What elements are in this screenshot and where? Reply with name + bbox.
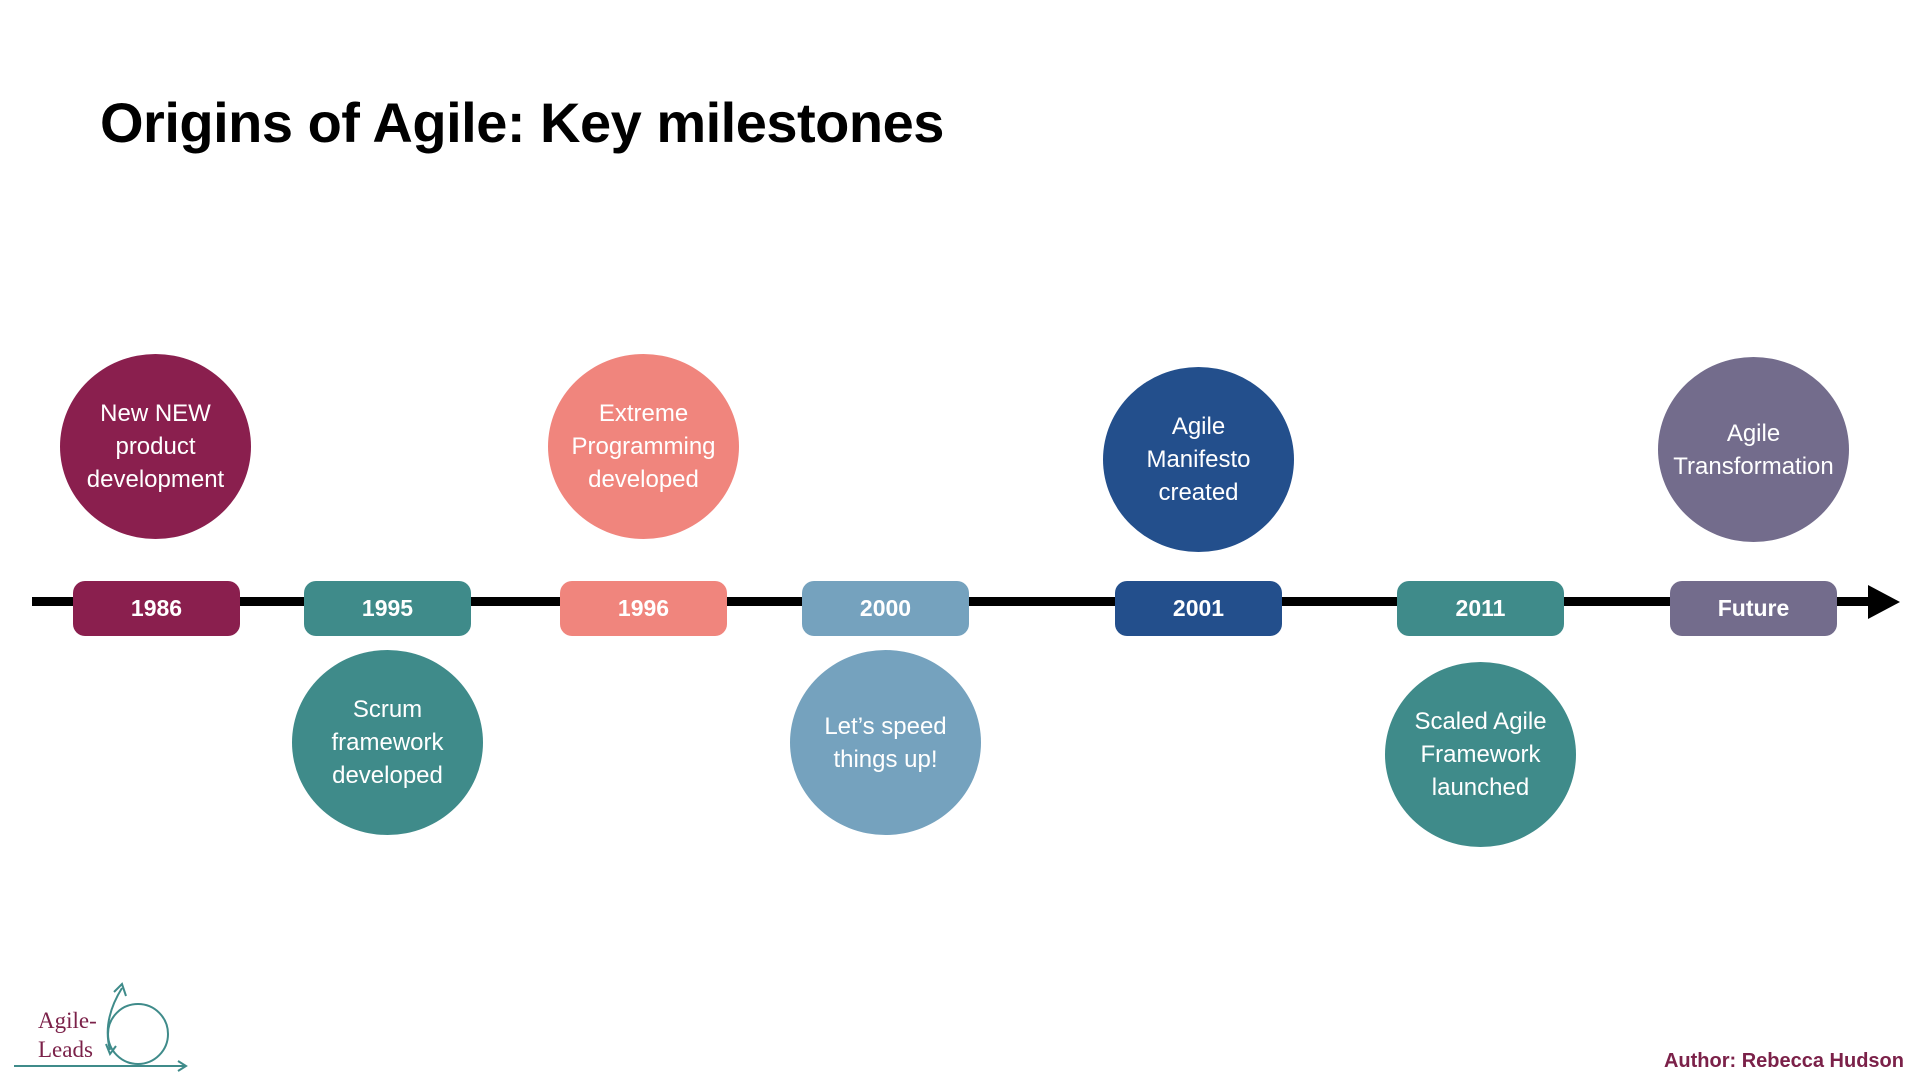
year-badge-2001: 2001 bbox=[1115, 581, 1282, 636]
year-badge-2011: 2011 bbox=[1397, 581, 1564, 636]
milestone-bubble-2011: Scaled Agile Framework launched bbox=[1385, 662, 1576, 847]
milestone-text: Agile Transformation bbox=[1673, 417, 1834, 483]
year-badge-1996: 1996 bbox=[560, 581, 727, 636]
milestone-text: New NEW product development bbox=[87, 397, 224, 496]
milestone-text: Let’s speed things up! bbox=[824, 710, 946, 776]
milestone-line: launched bbox=[1431, 774, 1530, 801]
timeline-arrow-icon bbox=[1868, 585, 1900, 619]
milestone-line: product bbox=[115, 433, 196, 460]
milestone-line: framework bbox=[331, 729, 444, 756]
year-badge-future: Future bbox=[1670, 581, 1837, 636]
milestone-line: Extreme bbox=[598, 400, 689, 427]
milestone-text: Agile Manifesto created bbox=[1146, 410, 1250, 509]
milestone-line: things up! bbox=[833, 745, 938, 773]
milestone-line: Let’s speed bbox=[824, 712, 947, 740]
milestone-bubble-2000: Let’s speed things up! bbox=[790, 650, 981, 835]
agile-leads-logo: Agile- Leads bbox=[14, 980, 194, 1072]
milestone-line: Transformation bbox=[1673, 452, 1834, 480]
author-credit: Author: Rebecca Hudson bbox=[1663, 1050, 1904, 1072]
milestone-line: developed bbox=[332, 762, 443, 789]
milestone-line: Manifesto bbox=[1146, 446, 1251, 473]
milestone-line: Programming bbox=[571, 433, 716, 460]
milestone-line: New NEW bbox=[100, 400, 211, 427]
year-badge-1986: 1986 bbox=[73, 581, 240, 636]
page-title: Origins of Agile: Key milestones bbox=[100, 91, 944, 154]
logo-text-line2: Leads bbox=[38, 1037, 93, 1062]
milestone-text: Extreme Programming developed bbox=[571, 397, 715, 496]
milestone-line: created bbox=[1158, 479, 1239, 506]
milestone-line: Agile bbox=[1726, 419, 1781, 447]
milestone-text: Scrum framework developed bbox=[331, 693, 443, 792]
logo-text-line1: Agile- bbox=[38, 1008, 97, 1033]
milestone-line: Framework bbox=[1420, 741, 1541, 768]
milestone-line: development bbox=[86, 466, 225, 493]
logo-cycle-icon bbox=[14, 982, 188, 1072]
milestone-line: Scaled Agile bbox=[1414, 708, 1547, 735]
year-badge-2000: 2000 bbox=[802, 581, 969, 636]
milestone-bubble-future: Agile Transformation bbox=[1658, 357, 1849, 542]
milestone-line: Scrum bbox=[352, 696, 423, 723]
milestone-line: developed bbox=[588, 466, 699, 493]
milestone-line: Agile bbox=[1171, 413, 1226, 440]
milestone-bubble-1996: Extreme Programming developed bbox=[548, 354, 739, 539]
milestone-bubble-1986: New NEW product development bbox=[60, 354, 251, 539]
milestone-text: Scaled Agile Framework launched bbox=[1414, 705, 1546, 804]
milestone-bubble-2001: Agile Manifesto created bbox=[1103, 367, 1294, 552]
milestone-bubble-1995: Scrum framework developed bbox=[292, 650, 483, 835]
year-badge-1995: 1995 bbox=[304, 581, 471, 636]
